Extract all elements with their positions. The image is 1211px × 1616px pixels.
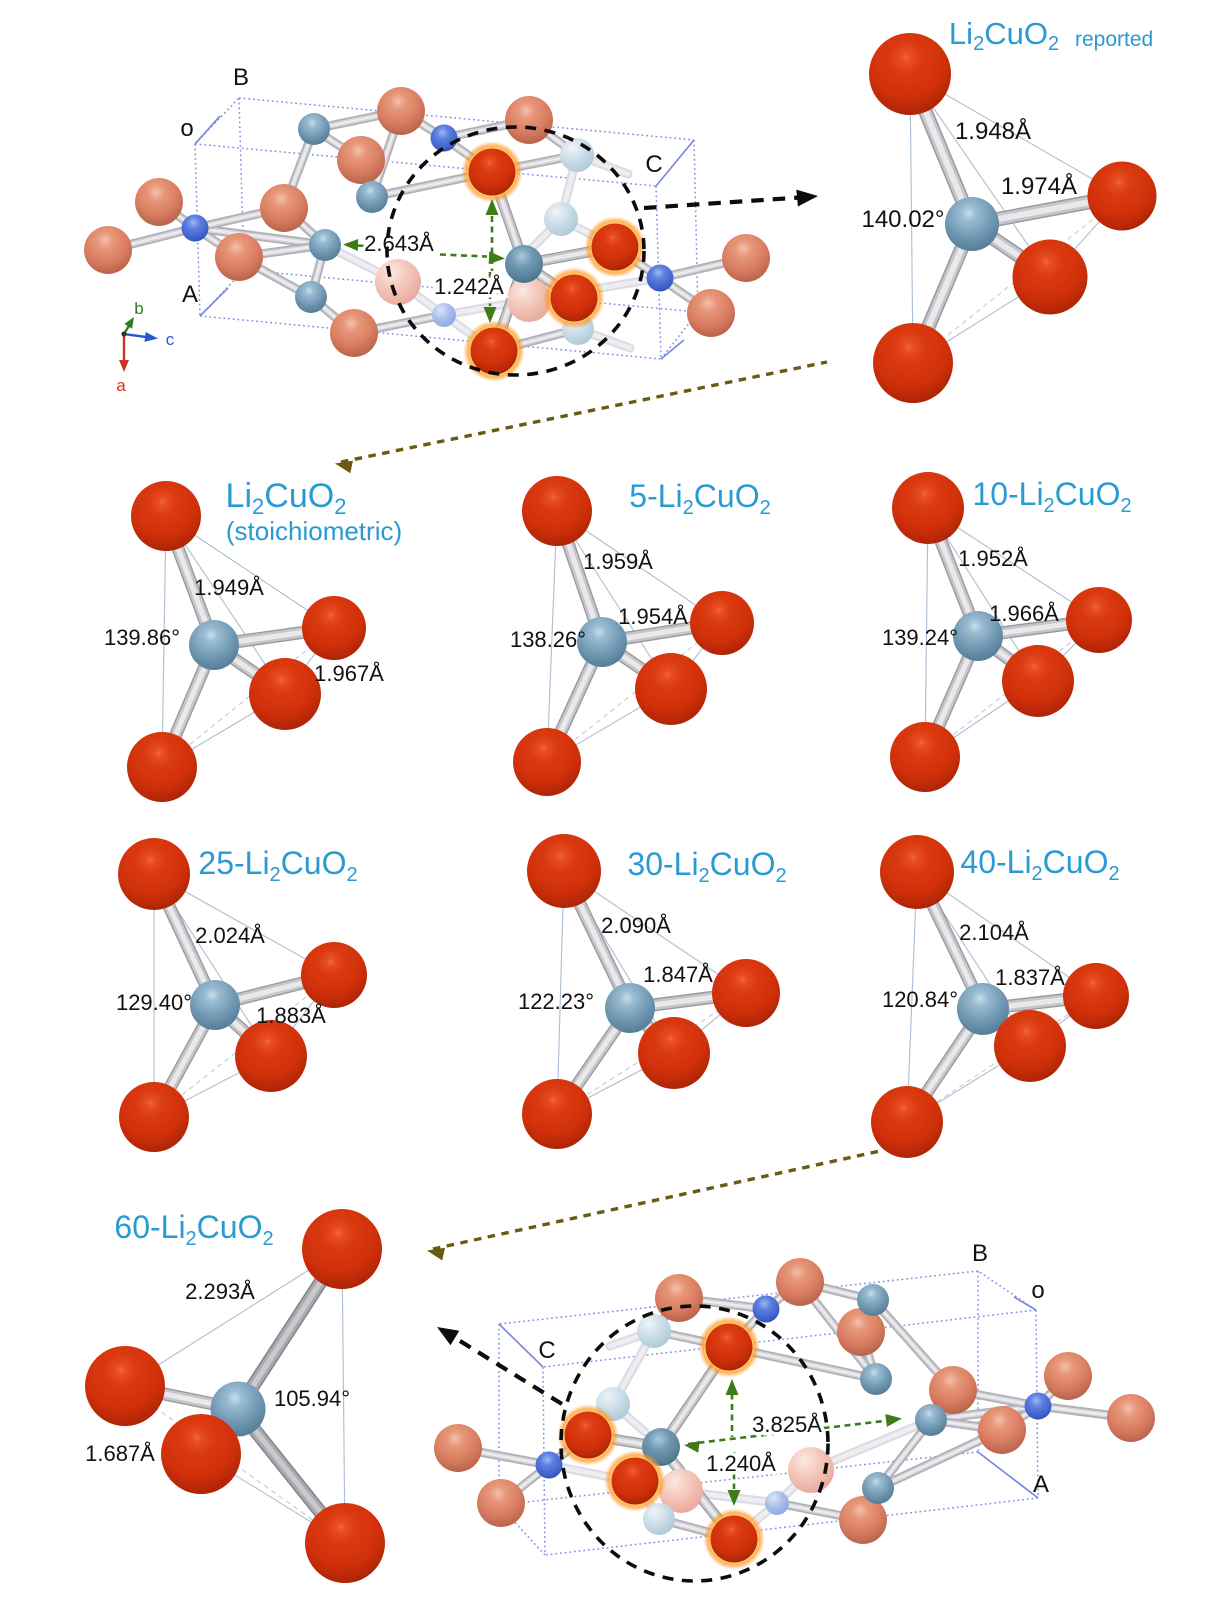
svg-text:122.23°: 122.23° xyxy=(518,989,594,1014)
svg-text:5-Li2CuO2: 5-Li2CuO2 xyxy=(629,478,770,519)
svg-text:140.02°: 140.02° xyxy=(861,206,944,233)
svg-text:139.86°: 139.86° xyxy=(104,625,180,650)
svg-text:3.825Å: 3.825Å xyxy=(752,1412,822,1437)
svg-text:138.26°: 138.26° xyxy=(510,627,586,652)
svg-text:1.952Å: 1.952Å xyxy=(958,546,1028,571)
svg-text:10-Li2CuO2: 10-Li2CuO2 xyxy=(972,476,1131,517)
svg-text:A: A xyxy=(182,281,198,308)
svg-text:2.090Å: 2.090Å xyxy=(601,913,671,938)
svg-text:reported: reported xyxy=(1075,28,1153,51)
svg-text:1.974Å: 1.974Å xyxy=(1001,172,1077,200)
svg-text:1.883Å: 1.883Å xyxy=(256,1003,326,1028)
svg-text:1.837Å: 1.837Å xyxy=(995,965,1065,990)
svg-text:1.967Å: 1.967Å xyxy=(314,661,384,686)
svg-text:o: o xyxy=(180,115,193,142)
svg-text:b: b xyxy=(134,299,143,318)
svg-text:129.40°: 129.40° xyxy=(116,990,192,1015)
svg-text:(stoichiometric): (stoichiometric) xyxy=(226,516,402,546)
svg-text:2.024Å: 2.024Å xyxy=(195,923,265,948)
svg-text:105.94°: 105.94° xyxy=(274,1386,350,1411)
svg-text:60-Li2CuO2: 60-Li2CuO2 xyxy=(114,1209,273,1250)
svg-text:1.847Å: 1.847Å xyxy=(643,962,713,987)
svg-text:a: a xyxy=(116,376,126,395)
svg-text:1.948Å: 1.948Å xyxy=(955,117,1031,145)
svg-text:2.643Å: 2.643Å xyxy=(364,231,434,256)
svg-text:Li2CuO2: Li2CuO2 xyxy=(949,16,1059,55)
svg-text:c: c xyxy=(166,330,175,349)
svg-text:C: C xyxy=(538,1337,555,1364)
svg-text:1.959Å: 1.959Å xyxy=(583,549,653,574)
svg-text:Li2CuO2: Li2CuO2 xyxy=(226,477,347,519)
svg-text:1.954Å: 1.954Å xyxy=(618,604,688,629)
svg-text:1.240Å: 1.240Å xyxy=(706,1451,776,1476)
svg-text:2.104Å: 2.104Å xyxy=(959,920,1029,945)
svg-text:C: C xyxy=(645,151,662,178)
svg-text:B: B xyxy=(233,64,249,91)
svg-text:1.949Å: 1.949Å xyxy=(194,575,264,600)
svg-text:1.966Å: 1.966Å xyxy=(989,601,1059,626)
svg-text:1.687Å: 1.687Å xyxy=(85,1441,155,1466)
svg-text:2.293Å: 2.293Å xyxy=(185,1279,255,1304)
svg-text:B: B xyxy=(972,1240,988,1267)
svg-text:A: A xyxy=(1033,1471,1049,1498)
svg-text:o: o xyxy=(1031,1277,1044,1304)
svg-text:139.24°: 139.24° xyxy=(882,625,958,650)
svg-text:1.242Å: 1.242Å xyxy=(434,274,504,299)
svg-text:120.84°: 120.84° xyxy=(882,987,958,1012)
